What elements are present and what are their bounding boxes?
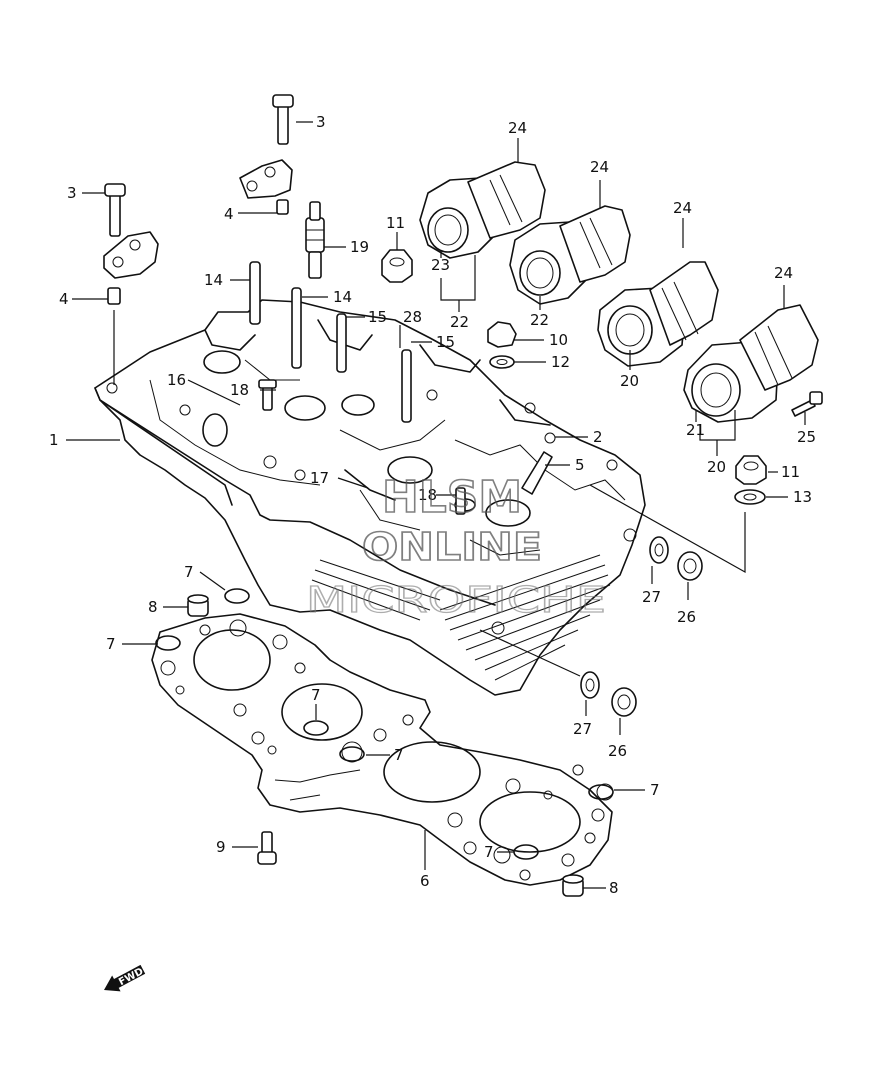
callout-13: 13 xyxy=(793,488,812,506)
callout-22: 22 xyxy=(530,311,549,329)
callout-26: 26 xyxy=(677,608,696,626)
callout-11: 11 xyxy=(781,463,800,481)
bolt-9 xyxy=(257,831,277,865)
callout-6: 6 xyxy=(420,872,430,890)
callout-22: 22 xyxy=(450,313,469,331)
callout-1: 1 xyxy=(49,431,59,449)
callout-15: 15 xyxy=(368,308,387,326)
callout-27: 27 xyxy=(573,720,592,738)
callout-14: 14 xyxy=(204,271,223,289)
spark-plug xyxy=(305,201,325,279)
dowel-pin-8-upper xyxy=(187,594,209,617)
callout-8: 8 xyxy=(609,879,619,897)
callout-5: 5 xyxy=(575,456,585,474)
callout-23: 23 xyxy=(431,256,450,274)
washer-13 xyxy=(734,489,766,505)
leader-lines xyxy=(66,121,806,889)
callout-18: 18 xyxy=(418,486,437,504)
callout-7: 7 xyxy=(484,843,494,861)
callout-4: 4 xyxy=(59,290,69,308)
callout-3: 3 xyxy=(67,184,77,202)
callout-4: 4 xyxy=(224,205,234,223)
nut-11-upper xyxy=(381,249,413,283)
camshaft-holder-upper xyxy=(239,94,294,215)
callout-19: 19 xyxy=(350,238,369,256)
callout-25: 25 xyxy=(797,428,816,446)
callout-20: 20 xyxy=(707,458,726,476)
callout-14: 14 xyxy=(333,288,352,306)
intake-pipe-3 xyxy=(597,261,719,367)
intake-pipe-2 xyxy=(509,205,631,305)
callout-12: 12 xyxy=(551,353,570,371)
camshaft-holder-lower xyxy=(103,183,159,305)
callout-27: 27 xyxy=(642,588,661,606)
callout-21: 21 xyxy=(686,421,705,439)
intake-pipe-1 xyxy=(419,161,546,259)
nut-11-lower xyxy=(735,455,767,485)
watermark: HLSM ONLINE MICROFICHE xyxy=(305,471,606,621)
cylinder-head xyxy=(94,261,646,696)
callout-7: 7 xyxy=(394,746,404,764)
dowel-pin-8-lower xyxy=(562,874,584,897)
intake-pipe-4 xyxy=(683,304,819,423)
callout-17: 17 xyxy=(310,469,329,487)
callout-11: 11 xyxy=(386,214,405,232)
watermark-line-3: MICROFICHE xyxy=(306,580,606,621)
gasket-27-lower xyxy=(580,671,600,699)
callout-10: 10 xyxy=(549,331,568,349)
watermark-line-1: HLSM xyxy=(382,472,522,523)
callout-7: 7 xyxy=(311,686,321,704)
watermark-line-2: ONLINE xyxy=(362,525,542,569)
callout-15: 15 xyxy=(436,333,455,351)
gasket-27-upper xyxy=(649,536,669,564)
cap-nut-10 xyxy=(487,321,517,348)
o-rings-7 xyxy=(155,588,614,860)
cylinder-head-gasket xyxy=(151,613,614,886)
callout-9: 9 xyxy=(216,838,226,856)
screw-25 xyxy=(791,391,823,417)
callout-24: 24 xyxy=(508,119,527,137)
callout-8: 8 xyxy=(148,598,158,616)
fwd-label: FWD xyxy=(117,966,145,988)
plug-26-lower xyxy=(611,687,637,717)
callout-28: 28 xyxy=(403,308,422,326)
callout-7: 7 xyxy=(650,781,660,799)
callout-20: 20 xyxy=(620,372,639,390)
callout-7: 7 xyxy=(184,563,194,581)
washer-12 xyxy=(489,355,515,369)
callout-labels: 1 2 3 3 4 4 5 6 7 7 7 7 7 7 8 8 9 10 11 … xyxy=(49,113,816,897)
callout-24: 24 xyxy=(590,158,609,176)
callout-18: 18 xyxy=(230,381,249,399)
plug-26-upper xyxy=(677,551,703,581)
callout-24: 24 xyxy=(774,264,793,282)
callout-2: 2 xyxy=(593,428,603,446)
callout-26: 26 xyxy=(608,742,627,760)
fwd-arrow-icon: FWD xyxy=(104,964,145,992)
callout-7: 7 xyxy=(106,635,116,653)
callout-24: 24 xyxy=(673,199,692,217)
callout-3: 3 xyxy=(316,113,326,131)
callout-16: 16 xyxy=(167,371,186,389)
